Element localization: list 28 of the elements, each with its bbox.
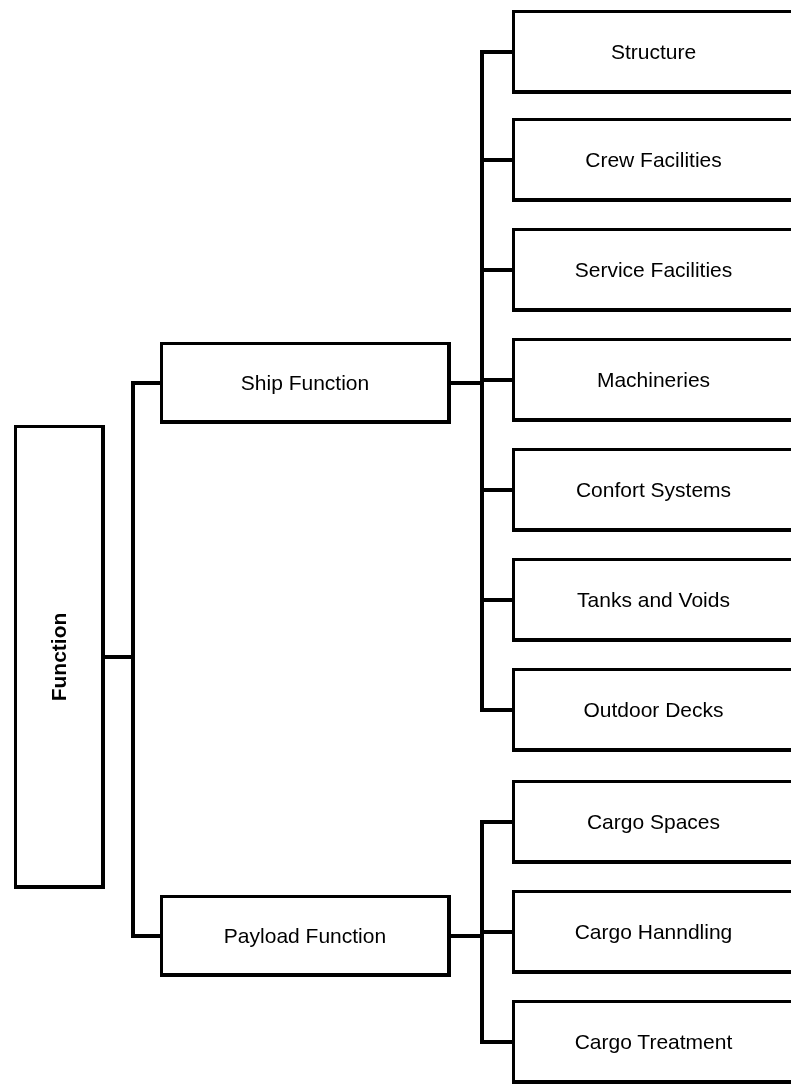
category-box: [160, 342, 451, 424]
category-box: [512, 228, 791, 312]
category-box: [512, 890, 791, 974]
category-box: [512, 448, 791, 532]
connector-line: [451, 934, 512, 1044]
box-label: Machineries: [596, 367, 711, 392]
box-label: Crew Facilities: [585, 147, 722, 172]
category-box: [512, 558, 791, 642]
box-label: Tanks and Voids: [577, 587, 730, 612]
box-label: Confort Systems: [575, 477, 732, 502]
box-label: Cargo Treatment: [574, 1029, 733, 1054]
category-box: [160, 895, 451, 977]
root-box: [14, 425, 105, 889]
connector-line: [105, 655, 160, 938]
box-label: Payload Function: [223, 923, 387, 948]
box-label: Cargo Hanndling: [574, 919, 733, 944]
box-label: Structure: [610, 39, 697, 64]
category-box: [512, 118, 791, 202]
box-label: Outdoor Decks: [583, 697, 724, 722]
box-label: Function: [47, 612, 71, 701]
box-label: Ship Function: [240, 370, 370, 395]
category-box: [512, 1000, 791, 1084]
box-label: Service Facilities: [574, 257, 733, 282]
category-box: [512, 10, 791, 94]
category-box: [512, 668, 791, 752]
category-box: [512, 780, 791, 864]
category-box: [512, 338, 791, 422]
box-label: Cargo Spaces: [586, 809, 721, 834]
